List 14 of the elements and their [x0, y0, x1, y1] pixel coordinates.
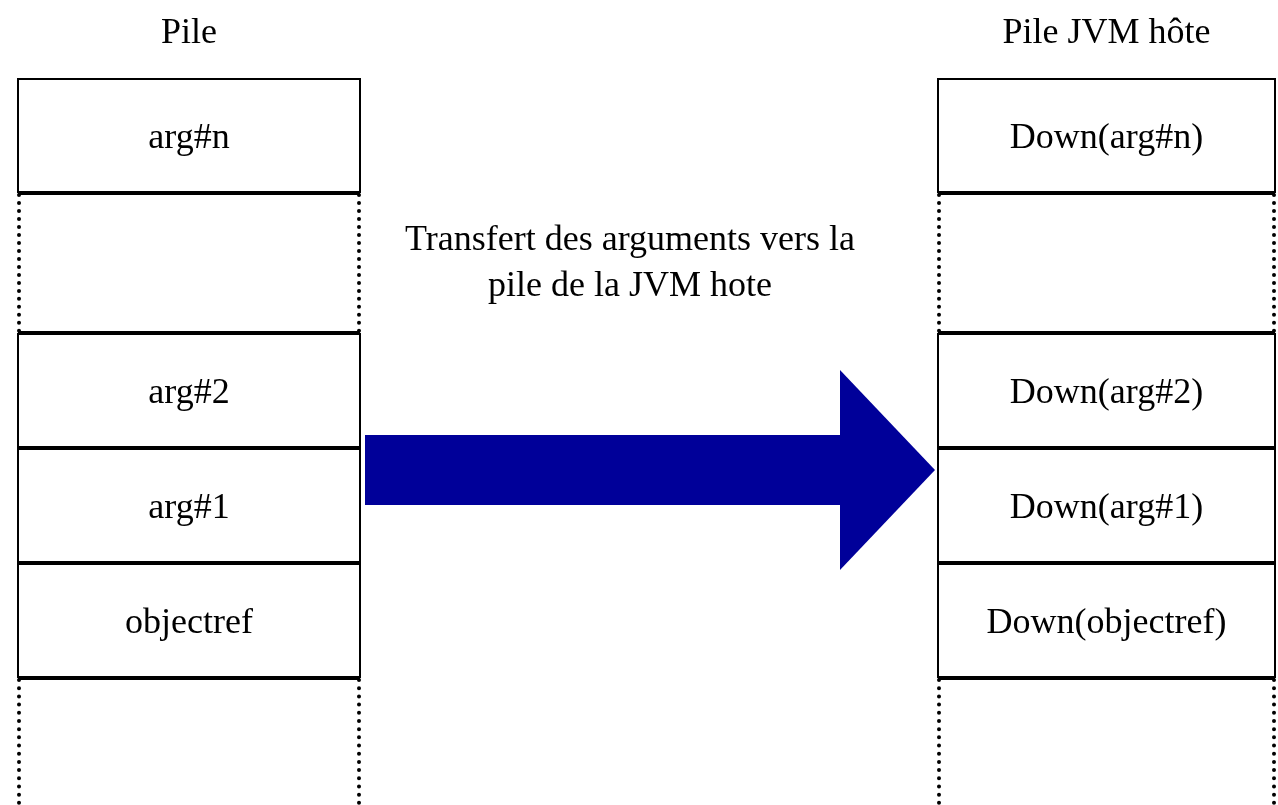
stack-slot: Down(objectref)	[937, 563, 1276, 678]
stack-slot: Down(arg#1)	[937, 448, 1276, 563]
stack-slot: objectref	[17, 563, 361, 678]
stack-slot: Down(arg#2)	[937, 333, 1276, 448]
empty-stack-slot	[17, 678, 361, 805]
empty-stack-slot	[937, 678, 1276, 805]
stack-slot: Down(arg#n)	[937, 78, 1276, 193]
stack-slot: arg#1	[17, 448, 361, 563]
stack-title: Pile	[160, 10, 218, 52]
empty-stack-slot	[17, 193, 361, 333]
stack-slot: arg#2	[17, 333, 361, 448]
stack-title: Pile JVM hôte	[1001, 10, 1212, 52]
empty-stack-slot	[937, 193, 1276, 333]
stack-slot: arg#n	[17, 78, 361, 193]
